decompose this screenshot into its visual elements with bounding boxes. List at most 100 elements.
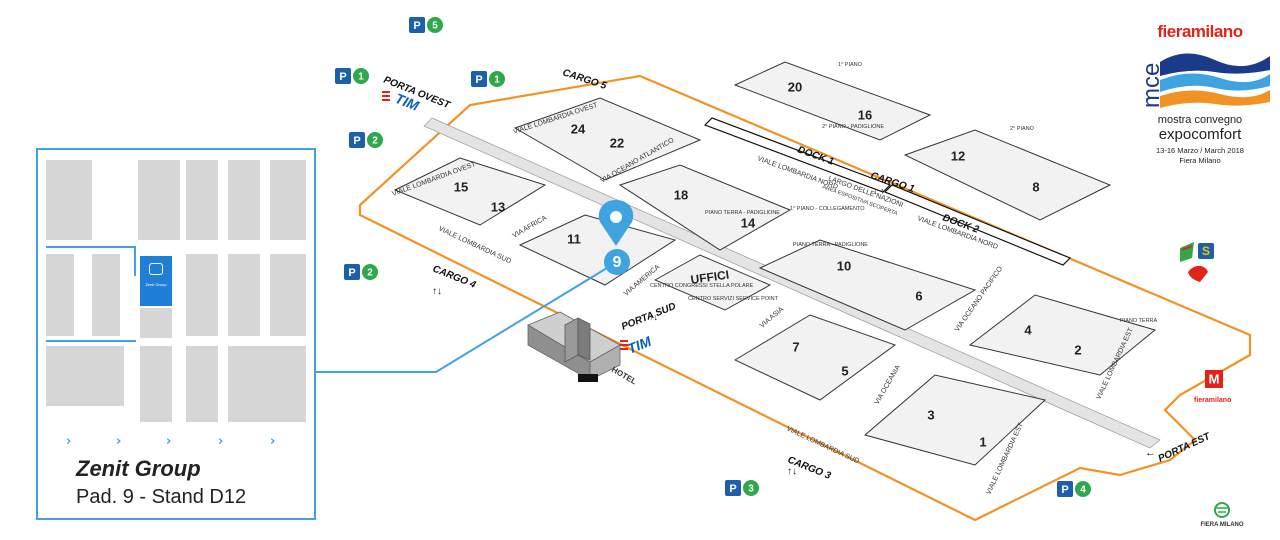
mce-acronym: mce	[1138, 62, 1165, 108]
hall-14-label: 14	[741, 215, 756, 230]
parking-2b-num: 2	[367, 268, 373, 279]
hall-4-2[interactable]	[968, 294, 1157, 376]
hall-15-label: 15	[454, 179, 468, 194]
parking-1b-letter: P	[475, 74, 482, 86]
fieramilano-brand: fieramilano	[1157, 22, 1243, 41]
hall-10-6[interactable]	[758, 239, 977, 331]
inset-block	[186, 160, 218, 240]
road-oceano-pacifico: VIA OCEANO PACIFICO	[954, 265, 1005, 333]
location-pin-icon[interactable]	[598, 200, 634, 246]
parking-3[interactable]: P 3	[725, 480, 759, 496]
inset-block	[228, 254, 260, 336]
dock-2-bar	[883, 184, 1072, 266]
inset-block	[186, 346, 218, 422]
hall-22-label: 22	[610, 135, 624, 150]
inset-path	[134, 246, 136, 276]
hotel-label: HOTEL	[610, 365, 638, 386]
hall-3-label: 3	[927, 407, 934, 422]
floor-label-16: 2° PIANO - PADIGLIONE	[822, 124, 884, 130]
hall-2-label: 2	[1074, 342, 1081, 357]
hall-3-1[interactable]	[863, 374, 1047, 466]
mce-venue: Fiera Milano	[1179, 156, 1221, 165]
floor-label-12: 2° PIANO	[1010, 126, 1035, 132]
parking-4-num: 4	[1080, 485, 1086, 496]
connector-line	[316, 267, 608, 373]
hall-18-14[interactable]	[618, 164, 792, 251]
inset-block	[270, 254, 306, 336]
inset-path	[46, 246, 136, 248]
zenit-logo-icon	[149, 263, 163, 275]
hall-5-label: 5	[841, 363, 848, 378]
parking-1-alt[interactable]: P 1	[471, 71, 505, 87]
hall-11-label: 11	[567, 231, 581, 246]
inset-block	[186, 254, 218, 336]
fiera-milano-small-logo	[1214, 502, 1230, 518]
hall-11[interactable]	[518, 214, 677, 286]
hall-9-marker[interactable]	[604, 249, 630, 275]
parking-1-letter: P	[339, 71, 346, 83]
hall-18-label: 18	[674, 187, 688, 202]
floor-label-14: PIANO TERRA - PADIGLIONE	[705, 210, 780, 216]
porta-est-label: PORTA EST	[1157, 431, 1213, 465]
train-station-icon: S	[1180, 242, 1214, 282]
porta-sud-arrows: ↑↓	[649, 312, 658, 322]
central-walkway	[423, 117, 1161, 449]
parking-5-num: 5	[432, 21, 438, 32]
hall-15-13[interactable]	[393, 157, 547, 226]
inset-block	[138, 160, 180, 240]
chevron-right-icon: ›	[270, 434, 276, 449]
parking-4[interactable]: P 4	[1057, 481, 1091, 497]
hall-16-label: 16	[858, 107, 872, 122]
chevron-right-icon: ›	[166, 434, 172, 449]
hall-12-8[interactable]	[903, 129, 1112, 221]
zenit-stand[interactable]: Zenit Group	[140, 256, 172, 306]
inset-block	[92, 254, 120, 336]
uffici-building[interactable]	[653, 254, 772, 311]
svg-text:S: S	[1202, 244, 1210, 258]
svg-text:M: M	[1209, 371, 1220, 386]
metro-icon: M	[1205, 370, 1223, 388]
parking-2b-letter: P	[348, 267, 355, 279]
hall-12-label: 12	[951, 148, 965, 163]
parking-1b-num: 1	[494, 75, 500, 86]
parking-2a-letter: P	[353, 135, 360, 147]
hall-20-16[interactable]	[733, 61, 932, 141]
cargo-1-arrows: ↓ ↑	[873, 186, 885, 196]
chevron-right-icon: ›	[66, 434, 72, 449]
chevron-right-icon: ›	[116, 434, 122, 449]
mce-line2: expocomfort	[1158, 126, 1242, 143]
hall-24-22[interactable]	[513, 97, 702, 181]
hotel-building[interactable]	[527, 311, 621, 382]
hall-7-5[interactable]	[733, 314, 897, 401]
porta-est-arrow: ←	[1145, 447, 1156, 459]
centro-congressi-label: CENTRO CONGRESSI STELLA POLARE	[650, 283, 754, 289]
parking-5[interactable]: P 5	[409, 17, 443, 33]
tim-text-sud: TIM	[625, 333, 654, 357]
cargo-4-arrows: ↑↓	[432, 286, 442, 297]
hall-blocks	[393, 61, 1157, 466]
parking-1[interactable]: P 1	[335, 68, 369, 84]
stand-inset-panel: Zenit Group › › › › › Zenit Group Pad. 9…	[36, 148, 316, 520]
inset-block	[228, 346, 306, 422]
floor-label-10: PIANO TERRA - PADIGLIONE	[793, 242, 868, 248]
hall-13-label: 13	[491, 199, 505, 214]
parking-2-bottom[interactable]: P 2	[344, 264, 378, 280]
exhibitor-name: Zenit Group	[76, 456, 201, 481]
parking-5-letter: P	[413, 20, 420, 32]
parking-1-num: 1	[358, 72, 364, 83]
inset-block	[46, 254, 74, 336]
dock-1-bar	[703, 117, 892, 193]
road-via-oceania: VIA OCEANIA	[874, 364, 902, 406]
mce-logo: fieramilano mce mostra convegno expocomf…	[1130, 22, 1270, 182]
fiera-milano-bottom-label: FIERA MILANO	[1200, 522, 1243, 528]
hall-6-label: 6	[915, 288, 922, 303]
floor-label-20: 1° PIANO	[838, 62, 863, 68]
tim-logo-sud: TIM	[620, 333, 654, 357]
stand-location: Pad. 9 - Stand D12	[76, 486, 247, 508]
chevron-right-icon: ›	[218, 434, 224, 449]
cargo-3-arrows: ↑↓	[787, 466, 797, 477]
hall-1-label: 1	[979, 434, 986, 449]
hall-7-label: 7	[792, 339, 799, 354]
parking-2-top[interactable]: P 2	[349, 132, 383, 148]
